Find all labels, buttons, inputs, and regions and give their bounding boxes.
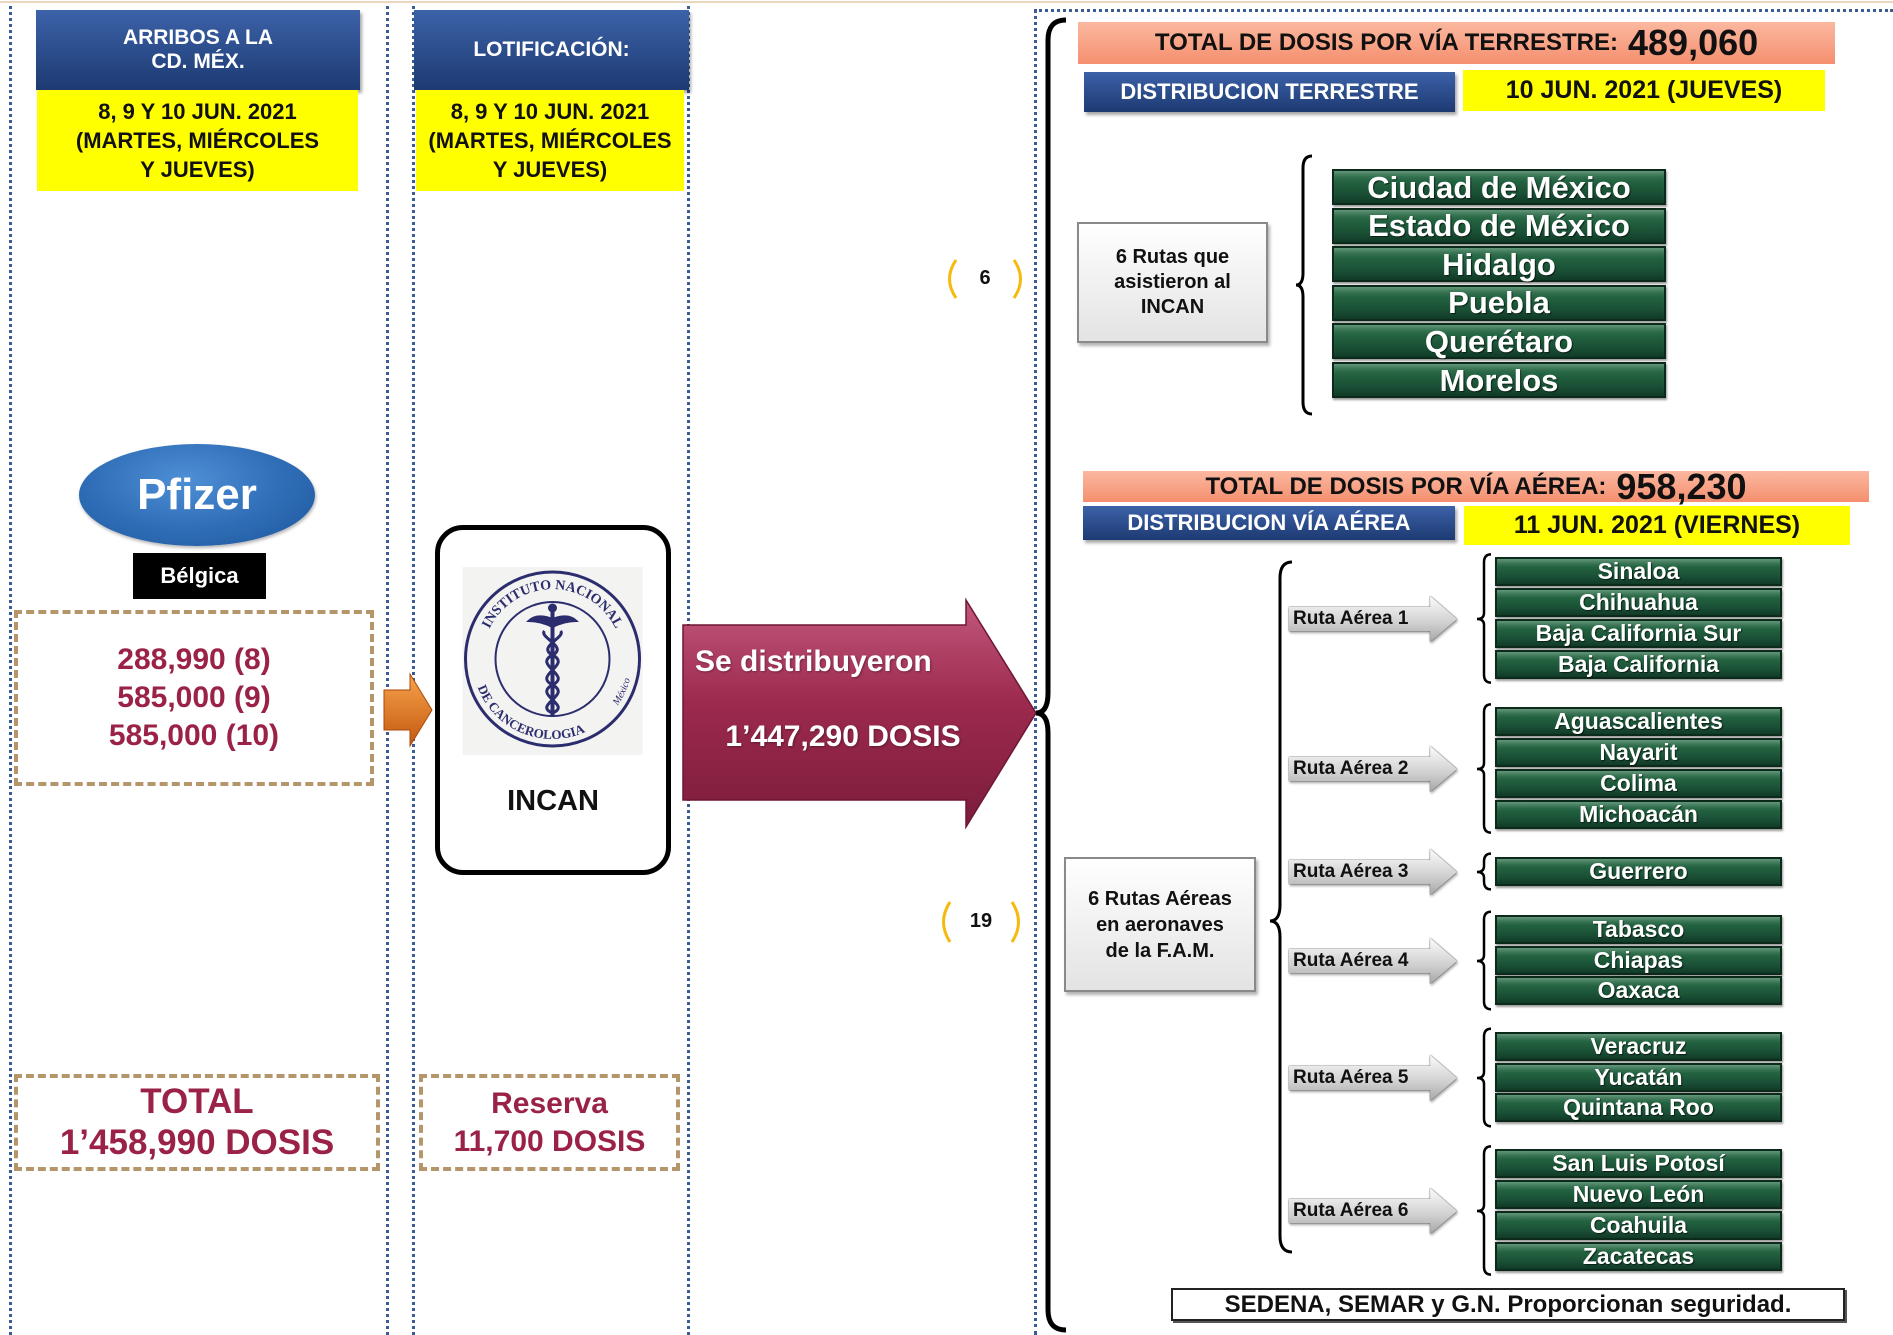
top-divider — [0, 1, 1893, 3]
land-total-value: 489,060 — [1628, 22, 1759, 63]
brand-badge: Pfizer — [79, 444, 315, 546]
arrivals-column — [9, 6, 389, 1335]
distribution-column — [1034, 9, 1893, 1335]
route-label: Ruta Aérea 6 — [1293, 1200, 1409, 1221]
reserve-label: Reserva — [491, 1086, 608, 1120]
reserve-value: 11,700 DOSIS — [453, 1124, 646, 1158]
route-arrow: Ruta Aérea 4 — [1289, 938, 1457, 984]
state-box: Quintana Roo — [1495, 1093, 1782, 1123]
land-routes-box: 6 Rutas que asistieron al INCAN — [1077, 222, 1268, 343]
total-value: 1’458,990 DOSIS — [59, 1122, 335, 1162]
land-distribution-label: DISTRIBUCION TERRESTRE — [1084, 72, 1455, 112]
air-routes-brace-icon — [1269, 560, 1293, 1254]
state-box: Michoacán — [1495, 799, 1782, 829]
state-box: Chihuahua — [1495, 588, 1782, 618]
air-distribution-date: 11 JUN. 2021 (VIERNES) — [1464, 506, 1850, 545]
dose-line: 585,000 (9) — [117, 681, 271, 714]
land-route-count: 6 — [979, 267, 991, 289]
state-box: Hidalgo — [1332, 246, 1666, 283]
dose-line: 288,990 (8) — [117, 643, 271, 676]
air-route-count: 19 — [969, 910, 993, 932]
air-routes-box: 6 Rutas Aéreas en aeronaves de la F.A.M. — [1064, 857, 1256, 992]
route-arrow: Ruta Aérea 1 — [1289, 596, 1457, 642]
state-box: Nuevo León — [1495, 1180, 1782, 1210]
arrivals-header: ARRIBOS A LA CD. MÉX. — [36, 10, 360, 90]
state-box: Colima — [1495, 768, 1782, 798]
distribution-arrow-icon — [682, 597, 1037, 830]
dose-line: 585,000 (10) — [108, 719, 280, 752]
caduceus-icon — [526, 603, 579, 717]
right-paren-icon — [1010, 901, 1020, 943]
distribution-value: 1’447,290 DOSIS — [725, 720, 961, 753]
air-total-value: 958,230 — [1616, 465, 1747, 507]
air-total-label: TOTAL DE DOSIS POR VÍA AÉREA: — [1205, 472, 1607, 500]
route-arrow: Ruta Aérea 6 — [1289, 1188, 1457, 1234]
route-arrow: Ruta Aérea 3 — [1289, 849, 1457, 895]
route-label: Ruta Aérea 2 — [1293, 758, 1409, 779]
lotification-header: LOTIFICACIÓN: — [414, 10, 689, 90]
state-box: Tabasco — [1495, 914, 1782, 944]
incan-logo: INSTITUTO NACIONAL DE CANCEROLOGIA Méxic… — [462, 567, 643, 755]
institution-name: INCAN — [507, 785, 599, 817]
land-total-bar: TOTAL DE DOSIS POR VÍA TERRESTRE: 489,06… — [1078, 22, 1835, 64]
state-box: Sinaloa — [1495, 557, 1782, 587]
group-brace-icon — [1476, 1145, 1492, 1276]
orange-arrow-icon — [383, 672, 433, 748]
security-note: SEDENA, SEMAR y G.N. Proporcionan seguri… — [1171, 1288, 1845, 1321]
group-brace-icon — [1476, 852, 1492, 891]
state-box: Querétaro — [1332, 323, 1666, 360]
state-box: Chiapas — [1495, 945, 1782, 975]
land-total-label: TOTAL DE DOSIS POR VÍA TERRESTRE: — [1154, 29, 1619, 56]
group-brace-icon — [1476, 703, 1492, 834]
lotification-dates: 8, 9 Y 10 JUN. 2021 (MARTES, MIÉRCOLES Y… — [416, 90, 684, 191]
group-brace-icon — [1476, 910, 1492, 1011]
total-doses-box: TOTAL 1’458,990 DOSIS — [14, 1074, 380, 1171]
state-box: Veracruz — [1495, 1031, 1782, 1061]
left-paren-icon — [948, 259, 958, 299]
main-brace-icon — [1035, 17, 1067, 1333]
arrivals-dates: 8, 9 Y 10 JUN. 2021 (MARTES, MIÉRCOLES Y… — [37, 90, 358, 191]
state-box: Morelos — [1332, 362, 1666, 398]
land-distribution-date: 10 JUN. 2021 (JUEVES) — [1463, 70, 1825, 111]
right-paren-icon — [1012, 259, 1022, 299]
distribution-label: Se distribuyeron — [695, 645, 932, 678]
arrival-doses-box: 288,990 (8) 585,000 (9) 585,000 (10) — [14, 610, 374, 786]
state-box: Guerrero — [1495, 856, 1782, 886]
group-brace-icon — [1476, 1027, 1492, 1128]
air-distribution-label: DISTRIBUCION VÍA AÉREA — [1083, 506, 1455, 540]
origin-label: Bélgica — [133, 553, 266, 599]
route-label: Ruta Aérea 1 — [1293, 608, 1409, 629]
left-paren-icon — [942, 901, 952, 943]
state-box: Estado de México — [1332, 207, 1666, 244]
group-brace-icon — [1476, 553, 1492, 684]
reserve-box: Reserva 11,700 DOSIS — [419, 1074, 680, 1171]
state-box: Baja California — [1495, 649, 1782, 679]
route-label: Ruta Aérea 5 — [1293, 1067, 1409, 1088]
state-box: Coahuila — [1495, 1210, 1782, 1240]
total-label: TOTAL — [140, 1081, 254, 1121]
state-box: Aguascalientes — [1495, 707, 1782, 737]
state-box: Oaxaca — [1495, 976, 1782, 1006]
route-arrow: Ruta Aérea 2 — [1289, 746, 1457, 792]
state-box: Yucatán — [1495, 1062, 1782, 1092]
state-box: Ciudad de México — [1332, 169, 1666, 205]
state-box: San Luis Potosí — [1495, 1149, 1782, 1179]
state-box: Puebla — [1332, 284, 1666, 321]
state-box: Zacatecas — [1495, 1241, 1782, 1271]
route-label: Ruta Aérea 3 — [1293, 861, 1409, 882]
land-states-brace-icon — [1295, 154, 1313, 416]
state-box: Nayarit — [1495, 738, 1782, 768]
state-box: Baja California Sur — [1495, 618, 1782, 648]
route-label: Ruta Aérea 4 — [1293, 950, 1409, 971]
route-arrow: Ruta Aérea 5 — [1289, 1055, 1457, 1101]
air-total-bar: TOTAL DE DOSIS POR VÍA AÉREA: 958,230 — [1083, 466, 1869, 507]
